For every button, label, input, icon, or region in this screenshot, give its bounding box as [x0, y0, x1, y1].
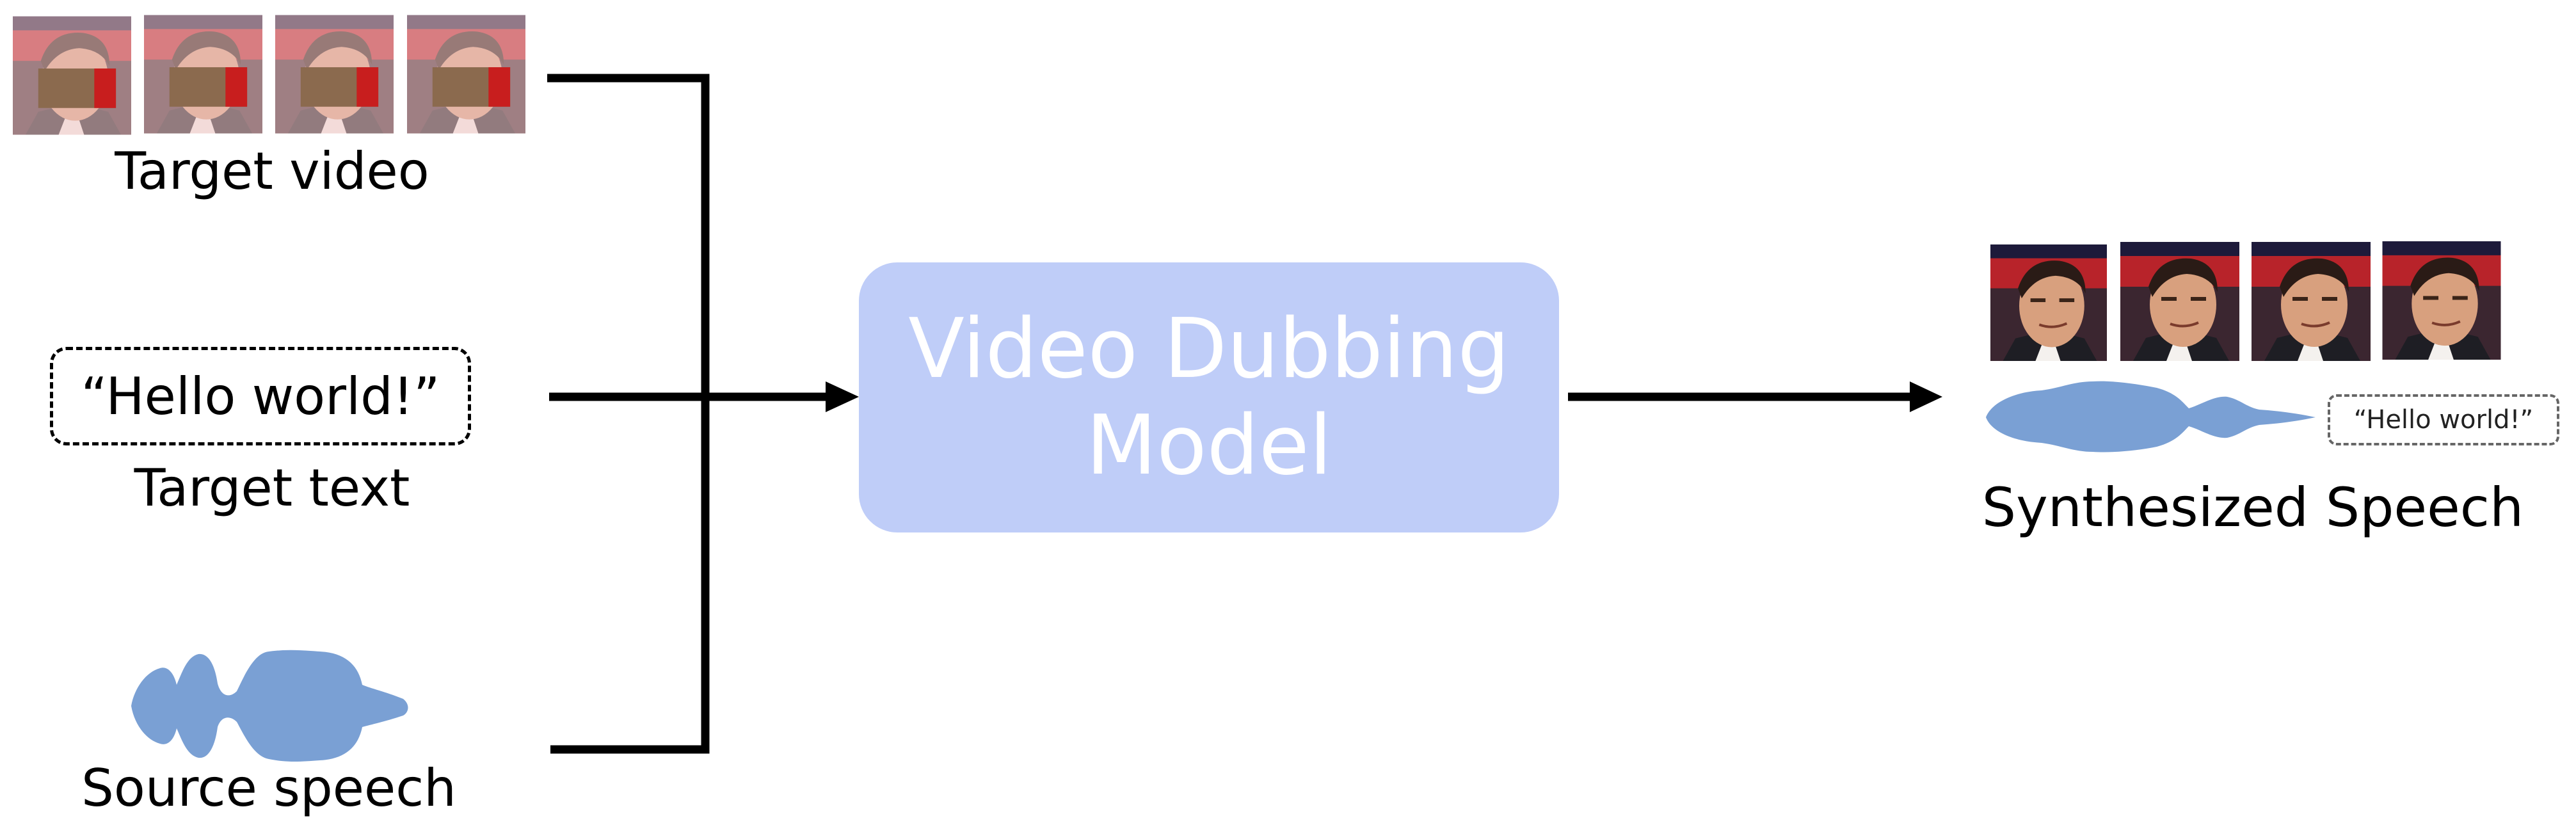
face-frame-icon	[13, 17, 131, 135]
face-frame-icon	[2382, 241, 2501, 360]
output-waveform-icon	[1986, 381, 2316, 452]
video-dubbing-model-box: Video Dubbing Model	[859, 262, 1559, 532]
input-arrowhead	[826, 381, 859, 412]
face-frame-icon	[1989, 244, 2108, 361]
face-frame-icon	[2252, 242, 2371, 361]
target-text-label: Target text	[134, 458, 410, 518]
input-connector	[547, 74, 832, 754]
target-text-quote: “Hello world!”	[81, 366, 440, 426]
target-video-label: Target video	[115, 141, 429, 201]
target-video-frames	[13, 15, 525, 135]
source-speech-label: Source speech	[81, 758, 456, 818]
model-title-line2: Model	[1085, 398, 1332, 493]
face-frame-icon	[2120, 242, 2239, 361]
output-text-quote: “Hello world!”	[2353, 405, 2534, 435]
model-title-line1: Video Dubbing	[908, 301, 1510, 397]
target-text-box: “Hello world!”	[50, 347, 471, 445]
synthesized-speech-label: Synthesized Speech	[1981, 476, 2524, 539]
source-waveform-icon	[131, 650, 408, 762]
face-frame-icon	[275, 15, 394, 134]
output-video-frames	[1989, 241, 2501, 361]
face-frame-icon	[144, 15, 262, 134]
output-text-box: “Hello world!”	[2328, 394, 2559, 445]
output-arrowhead	[1910, 381, 1942, 412]
face-frame-icon	[407, 15, 525, 134]
